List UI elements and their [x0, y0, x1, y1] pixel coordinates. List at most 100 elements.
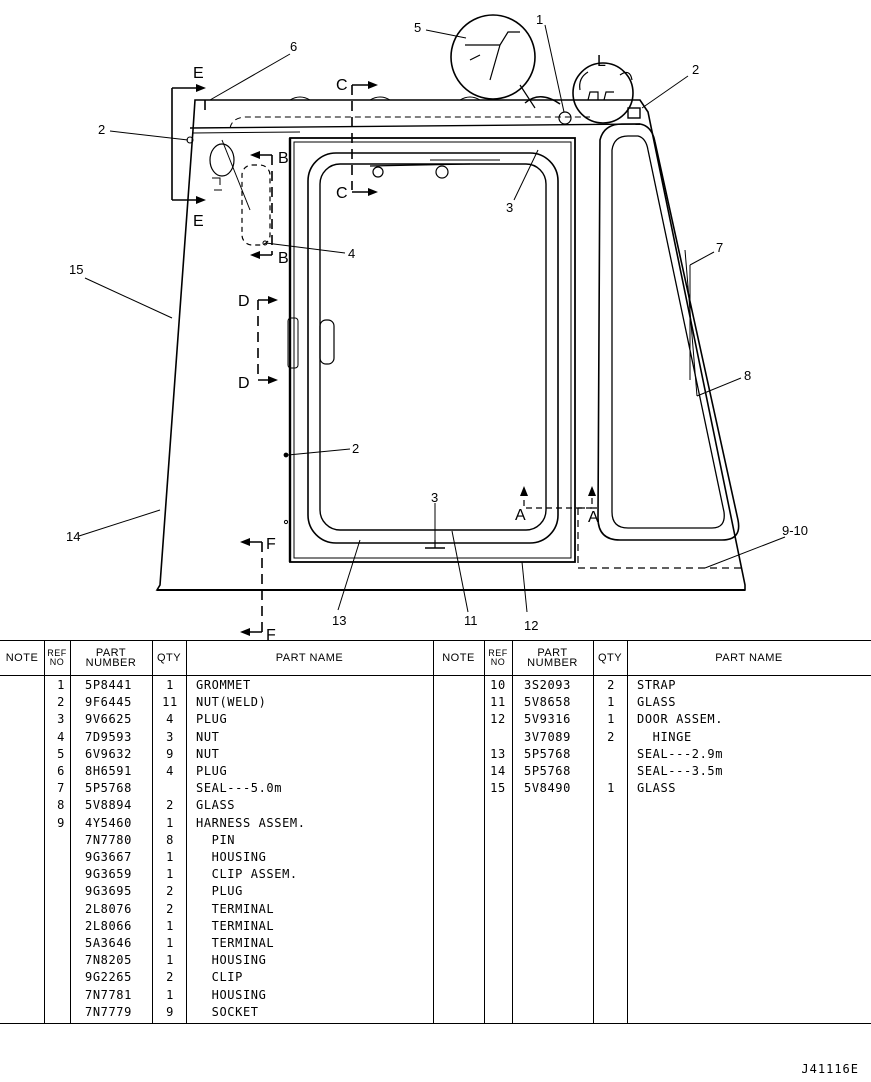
part-number-cell: 9F6445 — [85, 695, 132, 710]
callout-12: 12 — [524, 618, 538, 633]
part-name-cell: TERMINAL — [196, 936, 275, 950]
table-row: 10 3S2093 2 STRAP — [0, 677, 871, 694]
section-b-bottom: B — [278, 250, 289, 267]
part-number-cell: 7D9593 — [85, 729, 132, 744]
qty-cell: 1 — [166, 815, 174, 830]
section-c-bottom: C — [336, 185, 348, 202]
part-number-cell: 7N7781 — [85, 987, 132, 1002]
header-ref-no-right: REF NO — [488, 648, 508, 667]
qty-cell: 1 — [166, 850, 174, 864]
qty-cell: 1 — [607, 712, 615, 727]
part-number-cell: 7N7780 — [85, 832, 132, 847]
part-name-cell: GLASS — [196, 798, 236, 813]
part-name-cell: NUT — [196, 729, 220, 744]
part-number-cell: 5V8490 — [524, 781, 571, 796]
part-name-cell: SEAL---2.9m — [637, 746, 724, 761]
part-number-cell: 5V8894 — [85, 798, 132, 813]
parts-list-table: NOTE REF NO PART NUMBER QTY PART NAME NO… — [0, 640, 871, 1024]
qty-cell: 3 — [166, 729, 174, 744]
section-a-right: A — [588, 509, 599, 526]
cab-door-diagram: 1 2 2 2 3 3 4 5 6 7 8 9-10 11 12 13 14 1… — [66, 12, 808, 640]
callout-3-bottom: 3 — [431, 490, 438, 505]
part-number-cell: 5V8658 — [524, 695, 571, 710]
callout-2-top-right: 2 — [692, 62, 699, 77]
callout-8: 8 — [744, 368, 751, 383]
qty-cell: 1 — [607, 781, 615, 796]
detail-l-circle — [572, 62, 634, 124]
part-name-cell: PLUG — [196, 764, 228, 778]
part-name-cell: TERMINAL — [196, 918, 275, 933]
header-part-number: PART NUMBER — [85, 647, 137, 669]
section-e-bottom: E — [193, 213, 204, 230]
ref-no-cell: 1 — [57, 678, 65, 692]
qty-cell: 2 — [166, 901, 174, 916]
ref-no-cell: 5 — [57, 746, 65, 761]
part-name-cell: GLASS — [637, 781, 677, 796]
callout-9-10: 9-10 — [782, 523, 808, 538]
part-name-cell: GROMMET — [196, 678, 251, 692]
part-name-cell: NUT(WELD) — [196, 695, 267, 710]
part-name-cell: PLUG — [196, 712, 228, 727]
header-part-name-right: PART NAME — [715, 652, 783, 664]
qty-cell: 9 — [166, 1004, 174, 1019]
header-note: NOTE — [5, 652, 39, 664]
header-ref-no: REF NO — [47, 648, 67, 667]
part-number-cell: 7N8205 — [85, 953, 132, 968]
callout-11: 11 — [464, 613, 478, 628]
callout-5: 5 — [414, 20, 421, 35]
part-name-cell: PLUG — [196, 884, 243, 899]
part-number-cell: 9G3667 — [85, 850, 132, 864]
section-b-top: B — [278, 150, 289, 167]
part-name-cell: HARNESS ASSEM. — [196, 815, 306, 830]
part-name-cell: HOUSING — [196, 953, 267, 968]
part-name-cell: CLIP ASSEM. — [196, 867, 298, 882]
qty-cell: 11 — [162, 695, 178, 710]
part-number-cell: 2L8066 — [85, 918, 132, 933]
part-name-cell: NUT — [196, 746, 220, 761]
part-number-cell: 7N7779 — [85, 1004, 132, 1019]
header-note-right: NOTE — [442, 652, 475, 664]
qty-cell: 2 — [166, 884, 174, 899]
door-glass — [307, 152, 559, 544]
quarter-window — [597, 123, 740, 541]
part-number-cell: 3S2093 — [524, 678, 571, 692]
ref-no-cell: 10 — [490, 678, 506, 692]
part-name-cell: SEAL---5.0m — [196, 781, 283, 796]
qty-cell: 4 — [166, 764, 174, 778]
part-number-cell: 5V9316 — [524, 712, 571, 727]
ref-no-cell: 6 — [57, 764, 65, 778]
header-qty-right: QTY — [597, 652, 623, 664]
callout-2-door: 2 — [352, 441, 359, 456]
cab-outline — [155, 99, 746, 591]
part-name-cell: SOCKET — [196, 1004, 259, 1019]
part-name-cell: STRAP — [637, 678, 677, 692]
section-c-top: C — [336, 77, 348, 94]
part-number-cell: 9G3695 — [85, 884, 132, 899]
section-a-left: A — [515, 507, 526, 524]
ref-no-cell: 8 — [57, 798, 65, 813]
qty-cell: 2 — [166, 970, 174, 985]
ref-no-cell: 14 — [490, 764, 506, 778]
qty-cell: 2 — [607, 678, 615, 692]
part-number-cell: 9G3659 — [85, 867, 132, 882]
ref-no-cell: 13 — [490, 746, 506, 761]
section-e-top: E — [193, 65, 204, 82]
part-name-cell: DOOR ASSEM. — [637, 712, 724, 727]
part-number-cell: 6V9632 — [85, 746, 132, 761]
callout-15: 15 — [69, 262, 83, 277]
qty-cell: 1 — [166, 678, 174, 692]
